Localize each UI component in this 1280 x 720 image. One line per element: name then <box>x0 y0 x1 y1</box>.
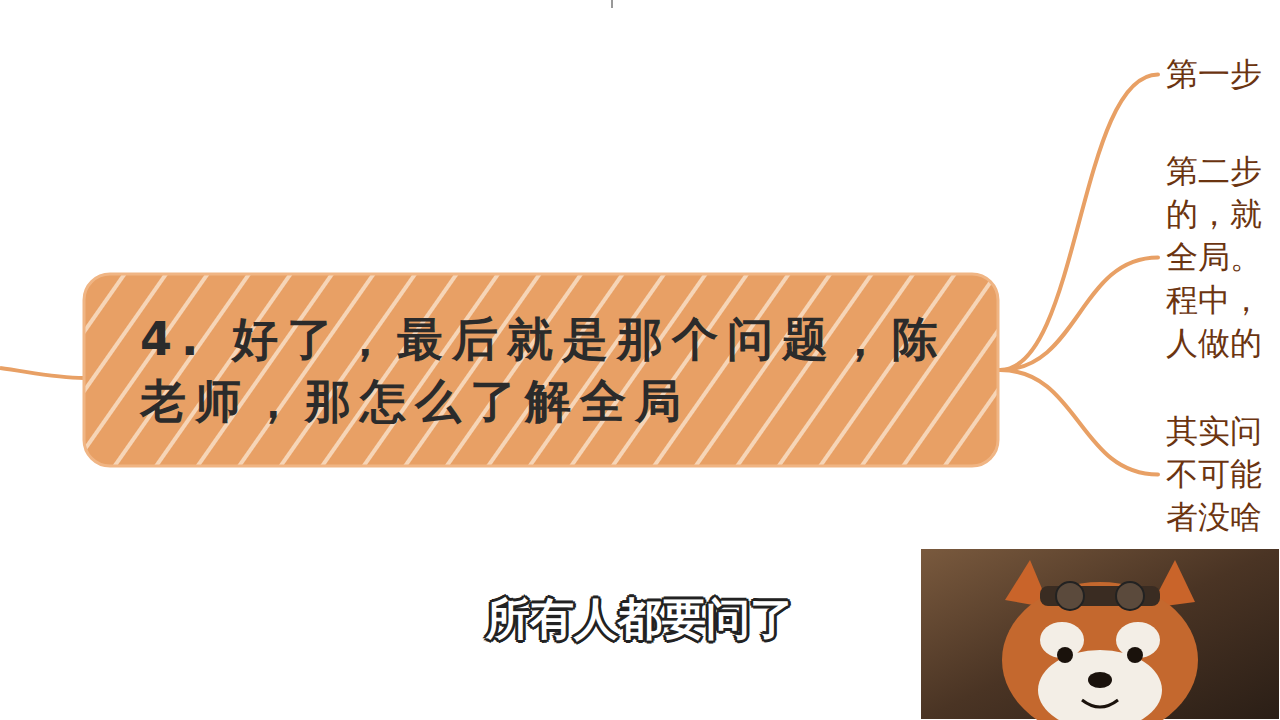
branch-text: 第一步 <box>1166 53 1266 96</box>
topic-box: 4. 好了，最后就是那个问题，陈老师，那怎么了解全局 <box>82 272 1000 468</box>
branch-text: 第二步 的，就 全局。 程中， 人做的 <box>1166 150 1266 365</box>
topic-text: 4. 好了，最后就是那个问题，陈老师，那怎么了解全局 <box>82 272 1000 468</box>
incoming-branch <box>0 368 84 378</box>
panda-muzzle <box>1038 650 1162 720</box>
panda-head <box>1002 582 1198 720</box>
goggle-lens <box>1116 582 1144 610</box>
branch-topic: 其实问 不可能 者没啥 <box>1166 410 1266 539</box>
branch-text: 其实问 不可能 者没啥 <box>1166 410 1266 539</box>
box-outline <box>82 272 1000 468</box>
branch-topic: 第一步 <box>1166 53 1266 96</box>
branch-connector <box>1000 75 1158 371</box>
goggle-lens <box>1056 582 1084 610</box>
branch-connector <box>1000 370 1158 475</box>
panda-mouth <box>1082 700 1118 707</box>
branch-connector <box>1000 258 1158 371</box>
panda-eye <box>1127 647 1143 663</box>
panda-eye <box>1057 647 1073 663</box>
presenter-overlay <box>920 548 1280 720</box>
box-fill <box>84 274 998 466</box>
subtitle: 所有人都要问了 <box>0 590 1280 649</box>
cursor-mark <box>612 0 613 8</box>
panda-nose <box>1088 672 1112 688</box>
branch-topic: 第二步 的，就 全局。 程中， 人做的 <box>1166 150 1266 365</box>
